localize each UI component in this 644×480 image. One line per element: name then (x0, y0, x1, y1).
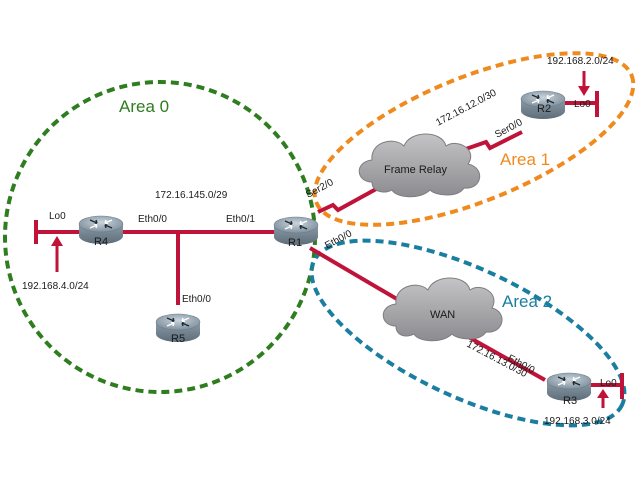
area-2-boundary (309, 238, 627, 428)
router-r2-label: R2 (537, 103, 551, 115)
link-frame-relay-r2 (462, 130, 523, 152)
wan-label: WAN (430, 309, 455, 321)
r4-eth00-label: Eth0/0 (138, 214, 167, 225)
r2-lo0-label: Lo0 (574, 99, 591, 110)
network-lo-r4-label: 192.168.4.0/24 (22, 281, 89, 292)
router-r3-label: R3 (563, 395, 577, 407)
r1-eth00-label: Eth0/0 (323, 228, 354, 251)
r4-lo0-label: Lo0 (49, 211, 66, 222)
wan-cloud (382, 277, 503, 342)
link-r1-wan (308, 246, 404, 304)
r1-ser20-label: Ser2/0 (304, 177, 336, 201)
area-2-label: Area 2 (502, 292, 552, 311)
area-1-label: Area 1 (500, 150, 550, 169)
area-0-boundary (3, 80, 317, 394)
r1-eth01-label: Eth0/1 (226, 214, 255, 225)
area-0-label: Area 0 (119, 97, 169, 116)
frame-relay-label: Frame Relay (384, 164, 447, 176)
network-lan-145-label: 172.16.145.0/29 (155, 190, 228, 201)
network-lo-r2-label: 192.168.2.0/24 (547, 56, 614, 67)
area-1-boundary (312, 51, 636, 227)
router-r4-label: R4 (94, 236, 108, 248)
network-lo-r3-label: 192.168.3.0/24 (544, 416, 611, 427)
loopback-arrows (51, 71, 609, 408)
network-fr-12-label: 172.16.12.0/30 (434, 87, 498, 128)
router-r1-label: R1 (288, 237, 302, 249)
r3-lo0-label: Lo0 (600, 378, 617, 389)
link-r1-frame-relay (317, 186, 379, 214)
frame-relay-cloud (358, 133, 480, 198)
router-r5-label: R5 (171, 333, 185, 345)
r5-eth00-label: Eth0/0 (182, 294, 211, 305)
